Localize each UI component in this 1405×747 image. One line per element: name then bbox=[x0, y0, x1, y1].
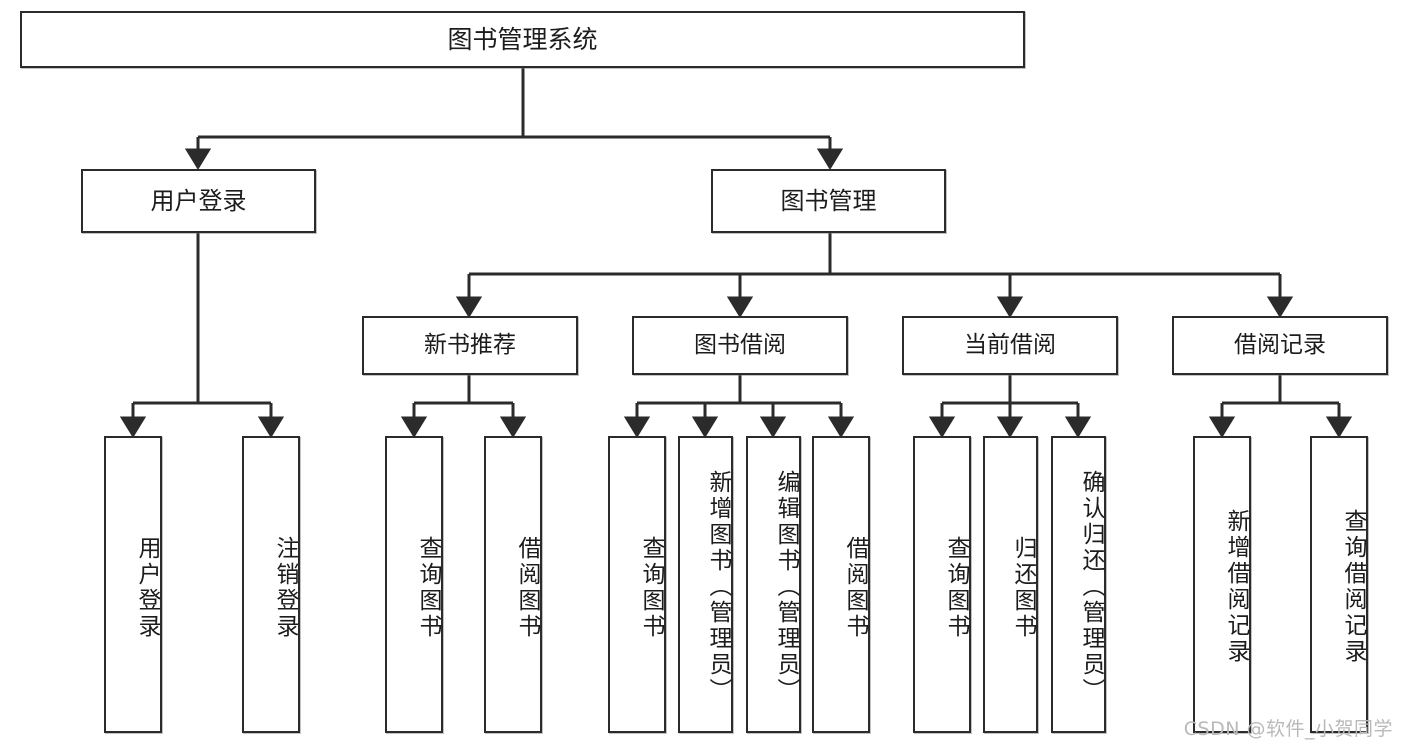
node-user-login[interactable]: 用户登录 bbox=[81, 169, 316, 233]
node-label: 借阅记录 bbox=[1234, 331, 1326, 358]
node-label: 归还图书 bbox=[1010, 535, 1036, 640]
node-label: 用户登录 bbox=[134, 535, 160, 640]
node-label: 当前借阅 bbox=[964, 331, 1056, 358]
node-label: 图书管理系统 bbox=[447, 24, 598, 54]
leaf-borrow-add-book-admin[interactable]: 新增图书（管理员） bbox=[678, 436, 733, 733]
node-borrow-record[interactable]: 借阅记录 bbox=[1172, 316, 1388, 375]
node-book-manage[interactable]: 图书管理 bbox=[711, 169, 946, 233]
node-label: 借阅图书 bbox=[514, 535, 540, 640]
node-book-borrow[interactable]: 图书借阅 bbox=[632, 316, 848, 375]
node-label: 新书推荐 bbox=[424, 331, 516, 358]
leaf-user-logout[interactable]: 注销登录 bbox=[242, 436, 300, 733]
leaf-user-login[interactable]: 用户登录 bbox=[104, 436, 162, 733]
leaf-record-query[interactable]: 查询借阅记录 bbox=[1310, 436, 1368, 733]
node-label: 借阅图书 bbox=[842, 535, 868, 640]
node-label: 查询借阅记录 bbox=[1340, 508, 1366, 665]
node-label: 新增借阅记录 bbox=[1223, 508, 1249, 665]
node-label: 图书管理 bbox=[780, 186, 877, 215]
node-label: 编辑图书（管理员） bbox=[773, 469, 799, 704]
leaf-current-confirm-return-admin[interactable]: 确认归还（管理员） bbox=[1051, 436, 1106, 733]
node-label: 注销登录 bbox=[272, 535, 298, 640]
node-root[interactable]: 图书管理系统 bbox=[20, 11, 1025, 68]
leaf-recommend-borrow-book[interactable]: 借阅图书 bbox=[484, 436, 542, 733]
leaf-current-return-book[interactable]: 归还图书 bbox=[983, 436, 1038, 733]
node-new-book-recommend[interactable]: 新书推荐 bbox=[362, 316, 578, 375]
leaf-borrow-query-book[interactable]: 查询图书 bbox=[608, 436, 666, 733]
leaf-record-add[interactable]: 新增借阅记录 bbox=[1193, 436, 1251, 733]
node-current-borrow[interactable]: 当前借阅 bbox=[902, 316, 1118, 375]
csdn-watermark: CSDN @软件_小贺同学 bbox=[1183, 718, 1393, 740]
leaf-recommend-query-book[interactable]: 查询图书 bbox=[385, 436, 443, 733]
node-label: 查询图书 bbox=[638, 535, 664, 640]
node-label: 图书借阅 bbox=[694, 331, 786, 358]
node-label: 查询图书 bbox=[415, 535, 441, 640]
leaf-borrow-borrow-book[interactable]: 借阅图书 bbox=[812, 436, 870, 733]
leaf-current-query-book[interactable]: 查询图书 bbox=[913, 436, 971, 733]
leaf-borrow-edit-book-admin[interactable]: 编辑图书（管理员） bbox=[746, 436, 801, 733]
node-label: 新增图书（管理员） bbox=[705, 469, 731, 704]
node-label: 用户登录 bbox=[150, 186, 247, 215]
node-label: 确认归还（管理员） bbox=[1078, 469, 1104, 704]
node-label: 查询图书 bbox=[943, 535, 969, 640]
